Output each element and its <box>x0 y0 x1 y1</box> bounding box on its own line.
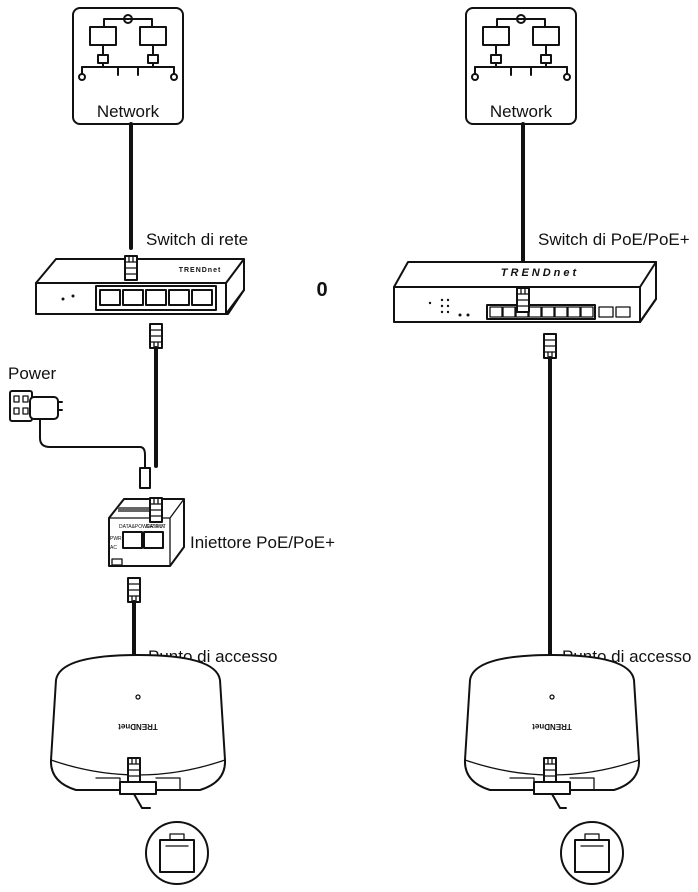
rj45-connector-icon <box>149 497 163 523</box>
left-network-label: Network <box>97 102 160 121</box>
left-ap-brand: TRENDnet <box>118 722 158 731</box>
poe-injector: DATA&POWER OUT DATA IN PWR AC <box>108 498 185 567</box>
right-ap-brand: TRENDnet <box>532 722 572 731</box>
right-network-label: Network <box>490 102 553 121</box>
ethernet-port-icon <box>159 833 195 873</box>
rj45-connector-icon <box>127 577 141 603</box>
divider-label: 0 <box>316 279 327 301</box>
rj45-connector-icon <box>543 333 557 359</box>
right-switch-ports <box>489 306 631 318</box>
left-callout-line <box>133 793 151 809</box>
right-switch-label: Switch di PoE/PoE+ <box>538 230 690 249</box>
ethernet-port-icon <box>574 833 610 873</box>
left-switch-label: Switch di rete <box>146 230 248 249</box>
rj45-connector-icon <box>149 323 163 349</box>
right-port-callout <box>560 821 624 885</box>
injector-ac-label: AC <box>110 545 117 551</box>
power-adapter-icon <box>29 396 63 420</box>
rj45-connector-icon <box>127 757 141 783</box>
left-network-switch: TRENDnet <box>35 258 245 315</box>
injector-port-in-label: DATA IN <box>146 524 165 530</box>
right-network-box: Network <box>465 7 577 125</box>
wall-outlet-icon <box>9 390 33 422</box>
right-switch-brand: TRENDnet <box>501 267 579 279</box>
left-switch-brand: TRENDnet <box>179 267 222 274</box>
rj45-connector-icon <box>543 757 557 783</box>
injector-pwr-label: PWR <box>110 536 122 542</box>
ethernet-port-icon <box>122 531 143 549</box>
injector-label: Iniettore PoE/PoE+ <box>190 533 335 552</box>
power-label: Power <box>8 364 57 383</box>
network-cloud-icon <box>471 14 571 81</box>
left-network-box: Network <box>72 7 184 125</box>
ethernet-port-icon <box>143 531 164 549</box>
injector-port-out-label: DATA&POWER OUT <box>119 524 166 530</box>
left-switch-ports <box>99 289 213 306</box>
right-callout-line <box>551 793 567 809</box>
rj45-connector-icon <box>516 287 530 313</box>
left-port-callout <box>145 821 209 885</box>
left-access-point: TRENDnet <box>49 654 227 795</box>
rj45-connector-icon <box>124 255 138 281</box>
power-cable <box>39 418 146 469</box>
network-cloud-icon <box>78 14 178 81</box>
